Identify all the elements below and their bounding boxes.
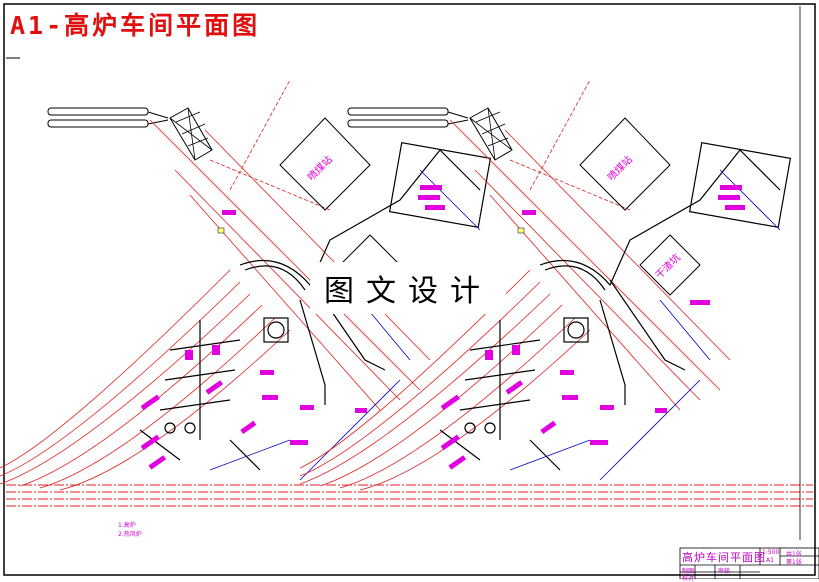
legend-item: 2.热风炉 xyxy=(118,531,142,538)
title-block-total: 共1张 xyxy=(786,551,802,558)
title-block-size: A1 xyxy=(766,557,774,564)
title-block-checked: 校对 xyxy=(682,575,695,582)
watermark: 图文设计 xyxy=(310,262,506,314)
title-block: 高炉车间平面图 1:500 A1 共1张 第1张 制图 审核 校对 xyxy=(680,548,819,582)
legend: 1.高炉 2.热风炉 xyxy=(118,521,142,539)
title-block-reviewed: 审核 xyxy=(718,568,731,575)
drawing-title: A1-高炉车间平面图 xyxy=(10,11,261,40)
title-block-name: 高炉车间平面图 xyxy=(682,551,766,564)
legend-item: 1.高炉 xyxy=(118,522,136,529)
title-block-scale: 1:500 xyxy=(762,549,780,556)
rail-tracks xyxy=(6,484,813,507)
title-block-grid xyxy=(679,547,819,579)
title-block-drawn: 制图 xyxy=(682,568,695,575)
title-block-sheet: 第1张 xyxy=(786,559,802,566)
